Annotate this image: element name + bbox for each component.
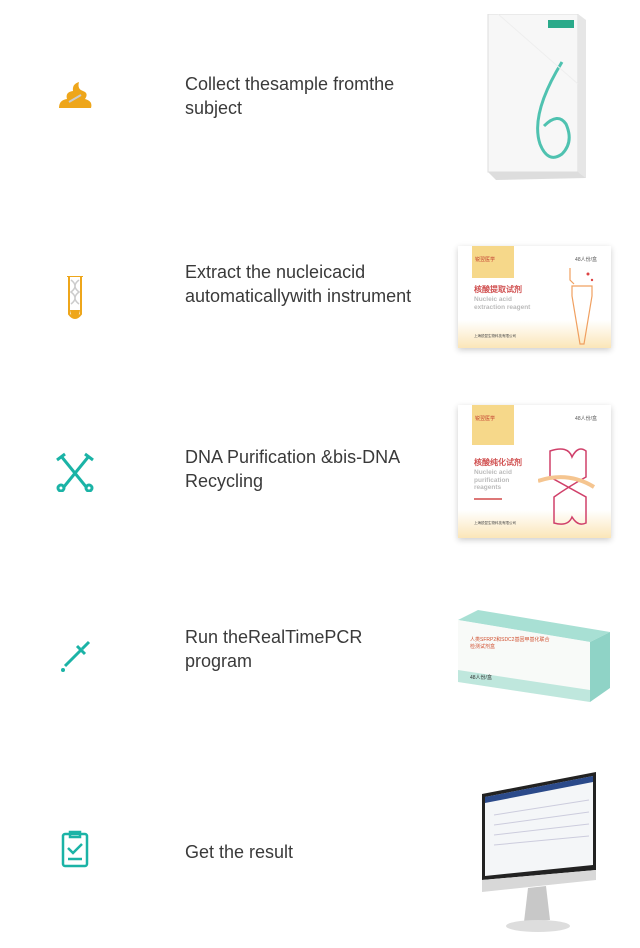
company-label: 上海锐翌生物科技有限公司: [474, 521, 516, 525]
step-1-label: Collect thesample fromthe subject: [185, 74, 395, 118]
clipboard-check-icon: [55, 830, 95, 870]
product-cn-name: 核酸纯化试剂: [474, 458, 522, 467]
extraction-reagent-box-image: 锐翌医学 48人份/盒 核酸提取试剂 Nucleic acid extracti…: [458, 246, 611, 348]
brand-logo: 锐翌医学: [472, 246, 514, 278]
sample-kit-box-image: [478, 13, 590, 180]
count-label: 48人份/盒: [575, 257, 597, 263]
step-5-label: Get the result: [185, 842, 294, 862]
product-cn-name: 人类SFRP2和SDC2基因甲基化联合检测试剂盒: [470, 637, 550, 650]
count-label: 48人份/盒: [575, 416, 597, 422]
product-en-name: Nucleic acid purification reagents: [474, 469, 512, 491]
purification-reagent-box-image: 锐翌医学 48人份/盒 核酸纯化试剂 Nucleic acid purifica…: [458, 405, 611, 538]
step-4-label: Run theRealTimePCR program: [185, 627, 363, 671]
company-label: 上海锐翌生物科技有限公司: [474, 334, 516, 338]
dna-scissors-icon: [55, 452, 95, 493]
product-en-name: Nucleic acid extraction reagent: [474, 296, 531, 311]
count-label: 48人份/盒: [470, 675, 492, 681]
computer-monitor-image: [474, 770, 600, 936]
step-3-label: DNA Purification &bis-DNA Recycling: [185, 447, 400, 491]
product-cn-name: 核酸提取试剂: [474, 285, 522, 294]
dropper-icon: [55, 636, 95, 676]
brand-logo: 锐翌医学: [472, 405, 514, 445]
test-tube-dna-icon: [55, 275, 95, 319]
step-2-label: Extract the nucleicacid automaticallywit…: [185, 262, 412, 306]
stool-sample-icon: [55, 78, 95, 118]
pcr-kit-box-image: 人类SFRP2和SDC2基因甲基化联合检测试剂盒 48人份/盒: [458, 610, 610, 705]
